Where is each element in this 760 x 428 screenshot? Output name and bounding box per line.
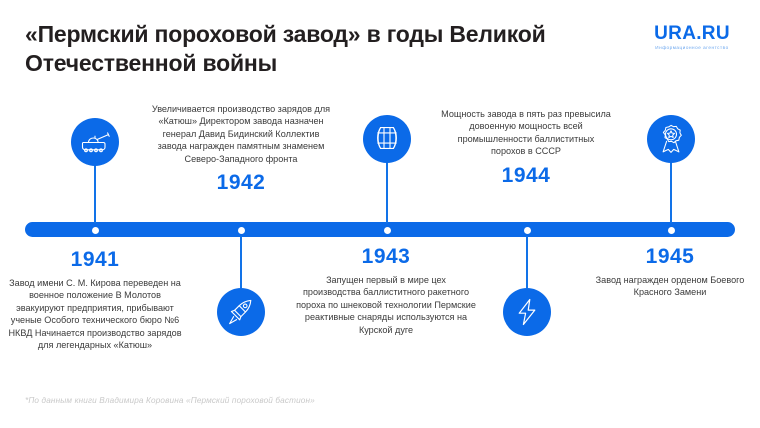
timeline-dot-1945: [668, 227, 675, 234]
page-title: «Пермский пороховой завод» в годы Велико…: [25, 21, 546, 76]
ura-ru-logo[interactable]: URA.RU Информационное агентство: [646, 24, 738, 51]
stem-1945: [670, 162, 672, 223]
event-1944: Мощность завода в пять раз превысила дов…: [441, 108, 611, 188]
event-description-1941: Завод имени С. М. Кирова переведен на во…: [8, 278, 182, 351]
event-description-1942: Увеличивается производство зарядов для «…: [151, 104, 331, 164]
lightning-icon: [516, 298, 538, 326]
event-year-1944: 1944: [501, 163, 551, 187]
logo-tagline: Информационное агентство: [655, 45, 729, 50]
rocket-icon: [227, 298, 255, 326]
timeline-bar: [25, 222, 735, 237]
icon-bubble-1944: [503, 288, 551, 336]
tank-icon: [80, 129, 110, 155]
event-1943: 1943 Запущен первый в мире цех производс…: [296, 245, 476, 336]
stem-1942: [240, 236, 242, 288]
timeline-dot-1942: [238, 227, 245, 234]
header: «Пермский пороховой завод» в годы Велико…: [0, 0, 760, 90]
event-description-1945: Завод награжден орденом Боевого Красного…: [595, 275, 745, 298]
footnote: *По данным книги Владимира Коровина «Пер…: [25, 396, 315, 405]
event-1945: 1945 Завод награжден орденом Боевого Кра…: [590, 245, 750, 299]
barrel-icon: [374, 125, 400, 153]
stem-1943: [386, 162, 388, 223]
medal-icon: [657, 124, 685, 154]
event-year-1942: 1942: [216, 171, 266, 195]
logo-wordmark: URA.RU: [654, 23, 730, 44]
icon-bubble-1943: [363, 115, 411, 163]
timeline-dot-1943: [384, 227, 391, 234]
event-year-1941: 1941: [70, 248, 120, 271]
stem-1941: [94, 165, 96, 223]
icon-bubble-1941: [71, 118, 119, 166]
event-description-1944: Мощность завода в пять раз превысила дов…: [441, 109, 611, 157]
icon-bubble-1942: [217, 288, 265, 336]
event-year-1945: 1945: [645, 245, 695, 268]
timeline-dot-1944: [524, 227, 531, 234]
event-description-1943: Запущен первый в мире цех производства б…: [296, 275, 476, 335]
stem-1944: [526, 236, 528, 288]
event-1942: Увеличивается производство зарядов для «…: [150, 103, 332, 195]
icon-bubble-1945: [647, 115, 695, 163]
timeline-dot-1941: [92, 227, 99, 234]
event-1941: 1941 Завод имени С. М. Кирова переведен …: [5, 248, 185, 351]
event-year-1943: 1943: [361, 245, 411, 268]
